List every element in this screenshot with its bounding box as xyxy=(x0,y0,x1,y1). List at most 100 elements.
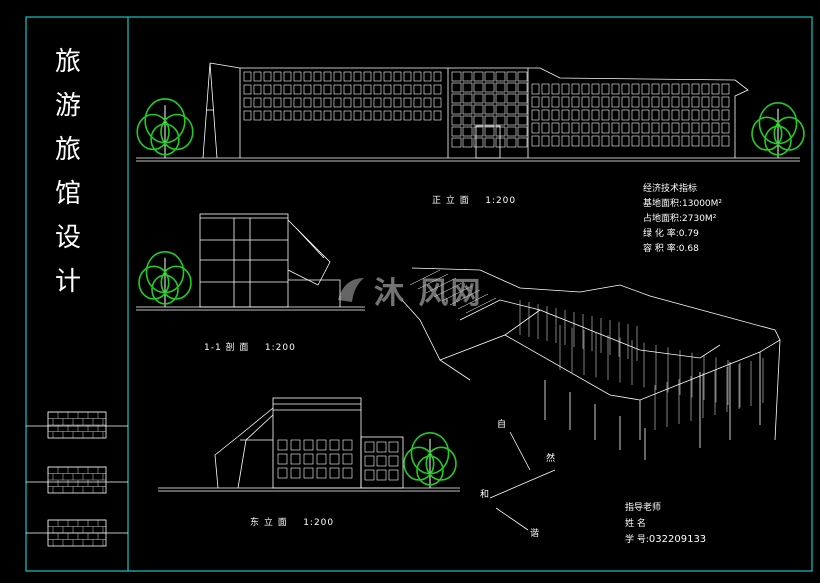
window xyxy=(701,96,710,108)
window xyxy=(691,83,700,95)
window xyxy=(671,96,680,108)
section-caption-scale: 1:200 xyxy=(264,343,296,353)
window xyxy=(671,83,680,95)
curtain-wall-panel xyxy=(451,137,462,148)
curtain-wall-panel xyxy=(451,126,462,137)
window xyxy=(621,109,630,121)
tech-site-area: 基地面积:13000M² xyxy=(643,199,723,209)
window xyxy=(711,96,720,108)
curtain-wall-panel xyxy=(473,71,484,82)
tree-canopy xyxy=(136,113,170,151)
window xyxy=(611,83,620,95)
window xyxy=(601,109,610,121)
window xyxy=(681,96,690,108)
window xyxy=(721,96,730,108)
window xyxy=(651,109,660,121)
window xyxy=(581,96,590,108)
window xyxy=(243,97,252,108)
curtain-wall-panel xyxy=(517,82,528,93)
window xyxy=(403,110,412,121)
window xyxy=(303,71,312,82)
window xyxy=(611,96,620,108)
tech-heading: 经济技术指标 xyxy=(643,184,698,194)
curtain-wall-panel xyxy=(506,82,517,93)
window xyxy=(376,469,387,481)
front-elevation-windows xyxy=(243,71,730,148)
window xyxy=(413,97,422,108)
window xyxy=(363,110,372,121)
window xyxy=(303,453,314,465)
window xyxy=(561,109,570,121)
roof-truss xyxy=(433,281,465,298)
curtain-wall-panel xyxy=(506,93,517,104)
title-char: 旅 xyxy=(54,135,81,165)
window xyxy=(403,71,412,82)
window xyxy=(253,110,262,121)
curtain-wall-panel xyxy=(462,115,473,126)
window xyxy=(433,71,442,82)
window xyxy=(363,84,372,95)
curtain-wall-panel xyxy=(451,82,462,93)
window xyxy=(641,122,650,134)
window xyxy=(383,84,392,95)
window xyxy=(423,71,432,82)
window xyxy=(671,122,680,134)
window xyxy=(531,109,540,121)
front-elevation-caption: 正 立 面 1:200 xyxy=(432,193,516,206)
window xyxy=(323,97,332,108)
window xyxy=(551,96,560,108)
student-label: 学 号: xyxy=(625,535,649,545)
window xyxy=(601,135,610,147)
title-char: 游 xyxy=(54,91,81,121)
window xyxy=(621,96,630,108)
window xyxy=(541,135,550,147)
window xyxy=(388,455,399,467)
curtain-wall-panel xyxy=(473,115,484,126)
tree-canopy xyxy=(764,125,792,156)
tree-canopy xyxy=(751,116,783,151)
window xyxy=(290,467,301,479)
window xyxy=(651,135,660,147)
tree-canopy xyxy=(160,265,192,300)
window xyxy=(329,453,340,465)
curtain-wall-panel xyxy=(462,104,473,115)
window xyxy=(283,71,292,82)
roof-truss xyxy=(449,289,481,306)
window xyxy=(541,83,550,95)
perspective-view xyxy=(401,267,781,448)
window xyxy=(691,122,700,134)
curtain-wall-panel xyxy=(451,104,462,115)
window xyxy=(681,109,690,121)
window xyxy=(343,71,352,82)
window xyxy=(329,439,340,451)
window xyxy=(711,109,720,121)
window xyxy=(541,122,550,134)
window xyxy=(671,109,680,121)
window xyxy=(621,135,630,147)
curtain-wall-panel xyxy=(473,126,484,137)
window xyxy=(303,467,314,479)
window xyxy=(621,122,630,134)
window xyxy=(541,96,550,108)
tree-canopy xyxy=(150,123,180,156)
curtain-wall-panel xyxy=(484,104,495,115)
window xyxy=(363,97,372,108)
trees xyxy=(136,98,805,488)
window xyxy=(243,110,252,121)
window xyxy=(316,439,327,451)
window xyxy=(364,469,375,481)
stamp-patterns xyxy=(47,411,107,547)
front-elevation xyxy=(136,62,800,162)
window xyxy=(541,109,550,121)
window xyxy=(531,83,540,95)
curtain-wall-panel xyxy=(517,137,528,148)
window xyxy=(263,84,272,95)
window xyxy=(353,84,362,95)
roof-truss xyxy=(465,297,497,314)
window xyxy=(641,109,650,121)
drawing-title: 旅 游 旅 馆 设 计 xyxy=(52,40,84,304)
title-char: 设 xyxy=(54,223,81,253)
window xyxy=(253,71,262,82)
window xyxy=(364,441,375,453)
